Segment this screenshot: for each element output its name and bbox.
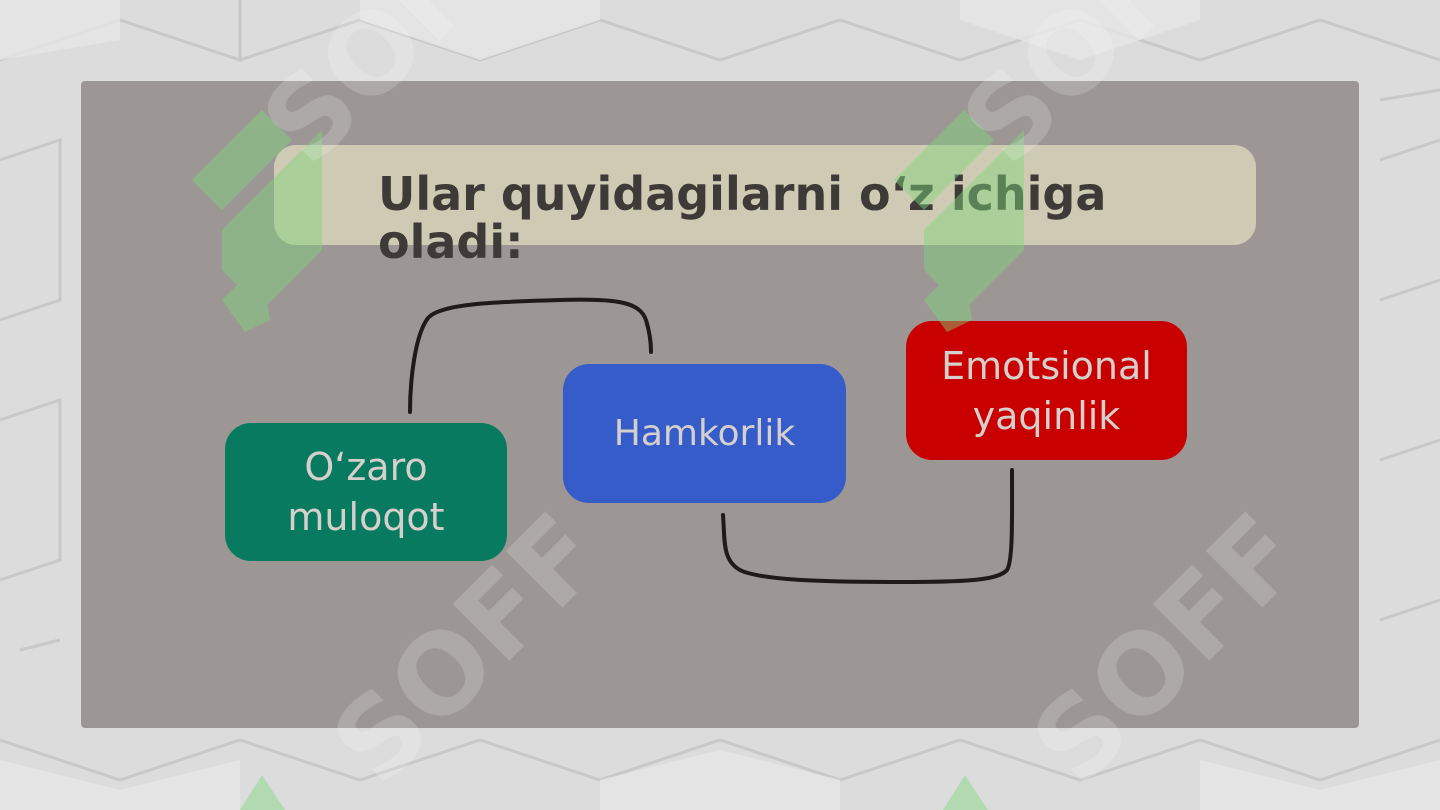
title-bar (274, 145, 1256, 245)
box-a-label: O‘zaro muloqot (287, 445, 445, 539)
connector-a-b (408, 297, 653, 414)
box-c-label: Emotsional yaqinlik (941, 343, 1152, 438)
box-hamkorlik: Hamkorlik (563, 364, 846, 503)
box-b-label: Hamkorlik (613, 412, 796, 454)
box-ozaro-muloqot: O‘zaro muloqot (225, 423, 507, 561)
slide-title: Ular quyidagilarni o‘z ichiga oladi: (378, 167, 1107, 269)
connector-b-c (721, 468, 1015, 585)
box-emotsional-yaqinlik: Emotsional yaqinlik (906, 321, 1187, 460)
